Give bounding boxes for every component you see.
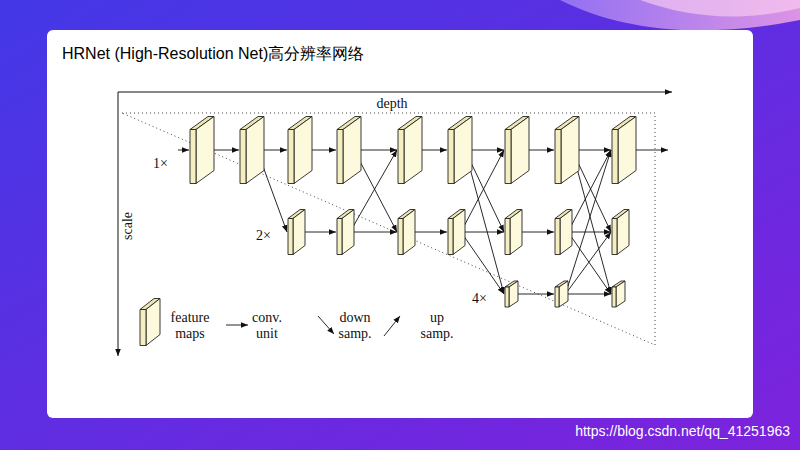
legend-arrow: [384, 316, 400, 336]
map-side-face: [454, 117, 472, 184]
map-front-face: [337, 219, 342, 255]
feature-map: [505, 117, 529, 184]
map-front-face: [398, 219, 403, 255]
feature-map: [448, 117, 472, 184]
feature-arrow: [461, 232, 504, 233]
map-front-face: [398, 130, 404, 184]
decor-wave: [640, 0, 800, 16]
map-front-face: [612, 219, 617, 255]
map-side-face: [617, 210, 629, 255]
feature-map: [555, 210, 572, 255]
axis-label: scale: [120, 212, 136, 240]
scale-axis: [118, 92, 119, 356]
map-side-face: [616, 281, 625, 307]
map-side-face: [196, 117, 214, 184]
map-front-face: [448, 219, 453, 255]
feature-arrow: [301, 232, 336, 233]
map-side-face: [146, 299, 160, 346]
map-front-face: [612, 287, 616, 307]
feature-arrow: [566, 294, 612, 295]
scale-label: 2×: [256, 228, 271, 244]
map-front-face: [190, 130, 196, 184]
map-side-face: [509, 281, 518, 307]
feature-map: [398, 117, 422, 184]
feature-map: [288, 117, 312, 184]
map-side-face: [293, 210, 305, 255]
dotted-triangle: [122, 113, 655, 345]
legend-label: down samp.: [329, 310, 381, 342]
map-front-face: [555, 219, 560, 255]
feature-map: [448, 210, 465, 255]
map-side-face: [560, 210, 572, 255]
scale-label: 1×: [153, 156, 168, 172]
legend-label: up samp.: [413, 310, 461, 342]
feature-map: [337, 210, 354, 255]
feature-map: [190, 117, 214, 184]
legend-label: feature maps: [159, 310, 221, 342]
legend-label: conv. unit: [244, 310, 290, 342]
watermark: https://blog.csdn.net/qq_41251963: [575, 423, 790, 439]
map-front-face: [448, 130, 454, 184]
feature-map: [398, 210, 415, 255]
map-side-face: [403, 210, 415, 255]
axis-label: depth: [376, 96, 407, 112]
feature-map: [612, 210, 629, 255]
map-side-face: [559, 281, 568, 307]
map-side-face: [246, 117, 264, 184]
map-front-face: [505, 287, 509, 307]
feature-arrow: [518, 232, 554, 233]
feature-map: [505, 210, 522, 255]
map-front-face: [288, 130, 294, 184]
feature-arrow: [350, 232, 397, 233]
legend-symbols: [140, 299, 400, 346]
depth-axis: [118, 92, 672, 93]
feature-map: [555, 117, 579, 184]
feature-maps: [190, 117, 636, 308]
map-front-face: [612, 130, 618, 184]
content-panel: [47, 30, 753, 418]
map-side-face: [343, 117, 361, 184]
feature-arrow: [461, 232, 504, 294]
legend-arrow: [226, 325, 248, 326]
feature-map: [612, 281, 625, 307]
feature-map: [140, 299, 160, 346]
map-side-face: [561, 117, 579, 184]
map-front-face: [288, 219, 293, 255]
legend-arrow: [318, 316, 334, 334]
slide-title: HRNet (High-Resolution Net)高分辨率网络: [62, 44, 364, 65]
map-front-face: [555, 130, 561, 184]
map-side-face: [453, 210, 465, 255]
feature-arrow: [568, 232, 611, 233]
map-front-face: [240, 130, 246, 184]
map-front-face: [337, 130, 343, 184]
feature-map: [555, 281, 568, 307]
feature-arrow: [411, 232, 447, 233]
map-side-face: [404, 117, 422, 184]
feature-map: [337, 117, 361, 184]
feature-map: [240, 117, 264, 184]
map-front-face: [505, 130, 511, 184]
map-front-face: [505, 219, 510, 255]
map-side-face: [510, 210, 522, 255]
decor-wave: [560, 0, 800, 30]
map-side-face: [294, 117, 312, 184]
map-side-face: [511, 117, 529, 184]
map-side-face: [342, 210, 354, 255]
map-front-face: [140, 310, 146, 346]
feature-arrow: [178, 150, 189, 151]
map-front-face: [555, 287, 559, 307]
feature-map: [288, 210, 305, 255]
map-side-face: [618, 117, 636, 184]
scale-label: 4×: [472, 291, 487, 307]
feature-map: [505, 281, 518, 307]
feature-map: [612, 117, 636, 184]
feature-arrow: [516, 294, 555, 295]
